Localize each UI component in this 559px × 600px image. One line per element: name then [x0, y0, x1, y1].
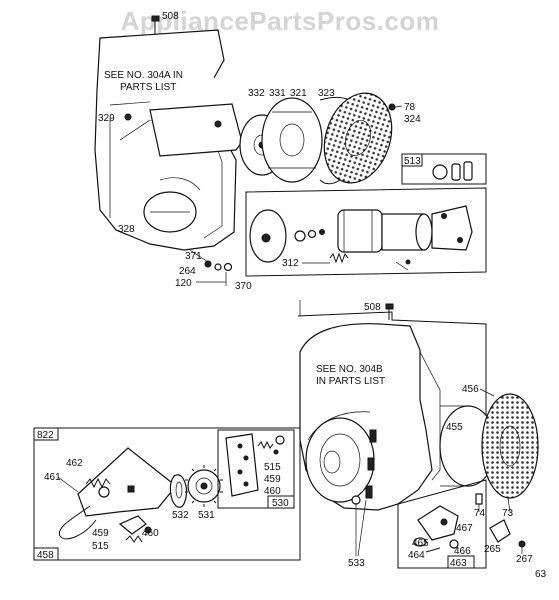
- page-number: 63: [535, 569, 547, 580]
- note-upper-line1: SEE NO. 304A IN: [104, 70, 183, 81]
- callout-531: 531: [198, 510, 215, 521]
- callout-460b: 460: [264, 486, 281, 497]
- brake-bracket: [58, 447, 177, 540]
- frame-lower: [297, 311, 487, 470]
- callout-461: 461: [44, 472, 61, 483]
- kit-box-822: [33, 427, 301, 561]
- callout-508b: 508: [364, 302, 381, 313]
- callout-332: 332: [248, 88, 265, 99]
- callout-530: 530: [272, 498, 289, 509]
- kit-box-513: [401, 153, 487, 185]
- callout-120: 120: [175, 278, 192, 289]
- callout-465: 465: [412, 538, 429, 549]
- kit-box-530: [217, 429, 295, 509]
- kit-box-463: [397, 479, 487, 569]
- callout-460a: 460: [142, 528, 159, 539]
- starter-clutch-group: [239, 97, 323, 183]
- callout-466: 466: [454, 546, 471, 557]
- blower-housing-lower: [299, 323, 441, 511]
- callout-459b: 459: [264, 474, 281, 485]
- callout-822: 822: [37, 430, 54, 441]
- washer-532: [169, 474, 188, 508]
- note-upper-line2: PARTS LIST: [120, 82, 176, 93]
- callout-462: 462: [66, 458, 83, 469]
- watermark: AppliancePartsPros.com: [121, 6, 440, 36]
- callout-328: 328: [118, 224, 135, 235]
- brake-lever: [118, 515, 152, 543]
- callout-371: 371: [185, 251, 202, 262]
- callout-312: 312: [282, 258, 299, 269]
- callout-458: 458: [37, 550, 54, 561]
- note-lower-line1: SEE NO. 304B: [316, 364, 383, 375]
- hardware-set-upper: [189, 249, 233, 286]
- callout-323: 323: [318, 88, 335, 99]
- callout-370: 370: [235, 281, 252, 292]
- brake-pad: [489, 519, 526, 554]
- callout-321: 321: [290, 88, 307, 99]
- callout-467: 467: [456, 523, 473, 534]
- callout-464: 464: [408, 550, 425, 561]
- rotating-screen: [323, 92, 393, 184]
- callout-329: 329: [98, 113, 115, 124]
- callout-515a: 515: [92, 541, 109, 552]
- callout-455: 455: [446, 422, 463, 433]
- callout-456: 456: [462, 384, 479, 395]
- air-baffle: [149, 103, 243, 157]
- rotating-screen-lower: [481, 393, 539, 499]
- callout-324: 324: [404, 114, 421, 125]
- screw-icon: [151, 15, 160, 34]
- callout-513: 513: [404, 156, 421, 167]
- callout-459a: 459: [92, 528, 109, 539]
- callout-264: 264: [179, 266, 196, 277]
- screw-icon: [124, 113, 132, 121]
- callout-463: 463: [450, 558, 467, 569]
- callout-78: 78: [404, 102, 416, 113]
- callout-515b: 515: [264, 462, 281, 473]
- callout-74: 74: [474, 508, 486, 519]
- callout-508a: 508: [162, 11, 179, 22]
- spring-icon: [257, 440, 274, 450]
- leader-533b: [357, 499, 367, 557]
- gear-531: [185, 465, 223, 507]
- callout-267: 267: [516, 554, 533, 565]
- spring-icon: [85, 477, 111, 489]
- callout-331: 331: [269, 88, 286, 99]
- callout-73: 73: [502, 508, 514, 519]
- callout-533: 533: [348, 558, 365, 569]
- callout-265: 265: [484, 544, 501, 555]
- screw-icon: [388, 103, 403, 111]
- callout-532: 532: [172, 510, 189, 521]
- electric-starter-box: [245, 187, 487, 277]
- spring-icon: [329, 252, 349, 264]
- hardware-set-lower-right: [475, 493, 511, 513]
- screw-icon: [385, 303, 394, 320]
- note-lower-line2: IN PARTS LIST: [316, 376, 385, 387]
- flywheel-drum: [439, 405, 497, 487]
